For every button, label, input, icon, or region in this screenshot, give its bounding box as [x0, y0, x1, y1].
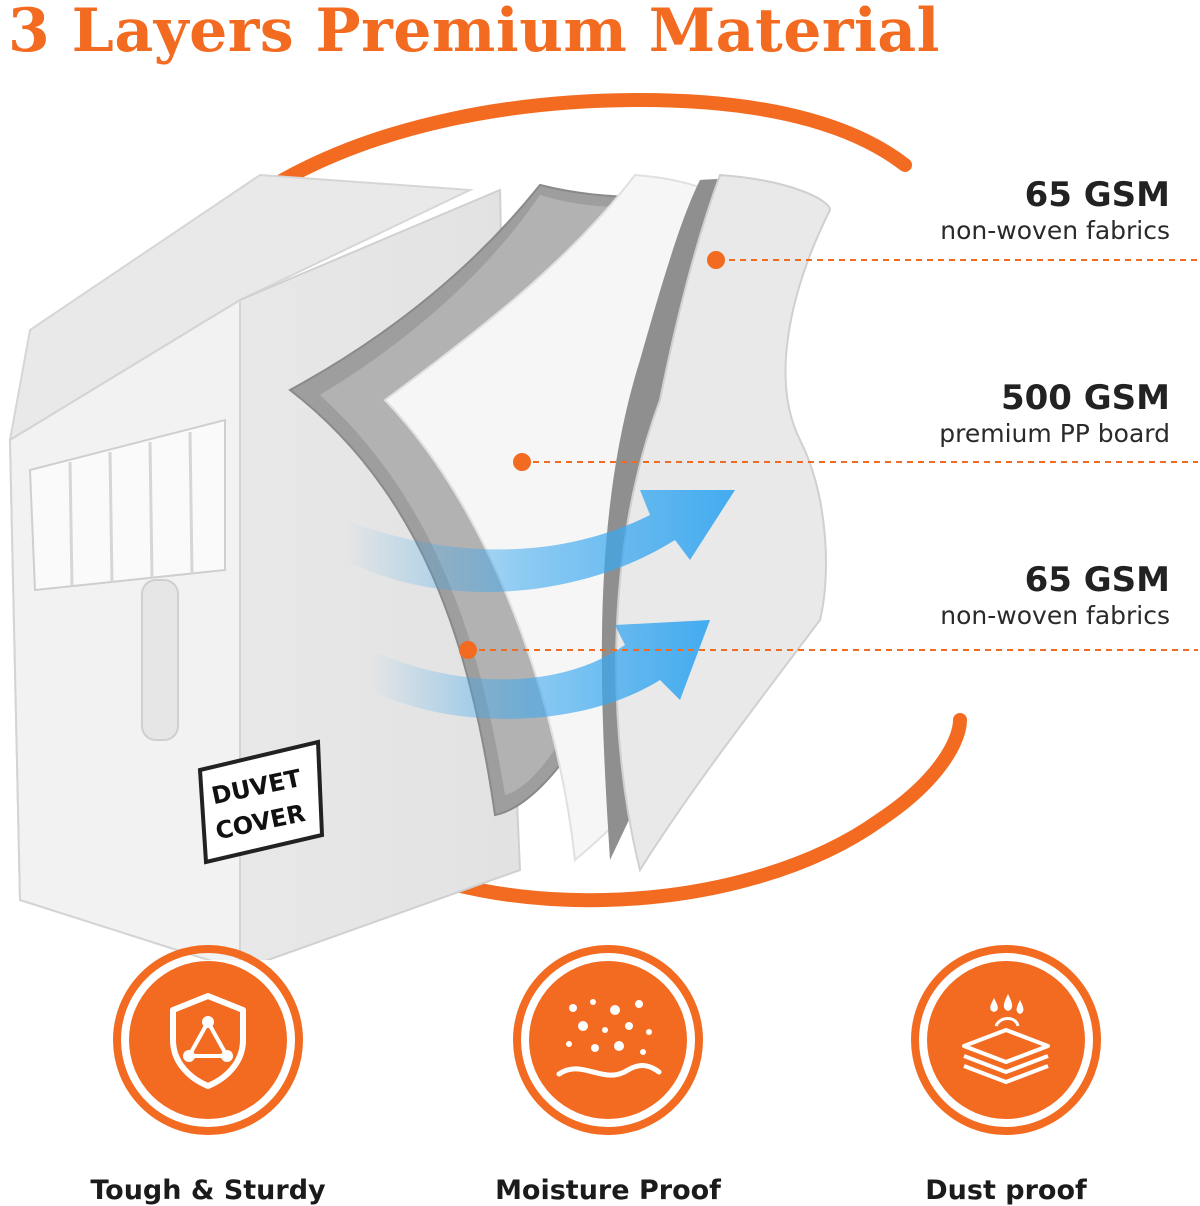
feature-moisture-proof: Moisture Proof — [478, 945, 738, 1206]
layer-desc: non-woven fabrics — [940, 216, 1170, 245]
layer-gsm: 500 GSM — [1000, 378, 1170, 418]
layer-spec-outer: 65 GSM non-woven fabrics — [940, 175, 1170, 247]
feature-label: Moisture Proof — [495, 1175, 721, 1206]
panel-nonwoven-outer — [615, 173, 832, 873]
product-illustration: DUVET COVER — [8, 92, 1198, 960]
box-handle — [141, 579, 179, 741]
layer-spec-inner: 65 GSM non-woven fabrics — [940, 560, 1170, 632]
layer-desc: premium PP board — [939, 419, 1170, 448]
callout-dot-1 — [707, 251, 725, 269]
moisture-icon — [556, 999, 662, 1078]
callout-dot-3 — [459, 641, 477, 659]
feature-label: Dust proof — [925, 1175, 1087, 1206]
layer-spec-middle: 500 GSM premium PP board — [939, 378, 1170, 450]
layer-gsm: 65 GSM — [1024, 560, 1170, 600]
airflow-arrow-upper — [345, 490, 735, 593]
layer-gsm: 65 GSM — [1024, 175, 1170, 215]
storage-box: DUVET COVER — [8, 173, 522, 960]
duvet-cover-label — [197, 739, 325, 865]
airflow-arrow-lower — [370, 620, 710, 719]
shield-icon — [170, 993, 246, 1089]
feature-label: Tough & Sturdy — [90, 1175, 326, 1206]
layer-desc: non-woven fabrics — [940, 601, 1170, 630]
feature-dust-proof: Dust proof — [876, 945, 1136, 1206]
page-title: 3 Layers Premium Material — [8, 0, 940, 66]
layers-drops-icon — [962, 994, 1050, 1084]
feature-tough-sturdy: Tough & Sturdy — [78, 945, 338, 1206]
callout-dot-2 — [513, 453, 531, 471]
